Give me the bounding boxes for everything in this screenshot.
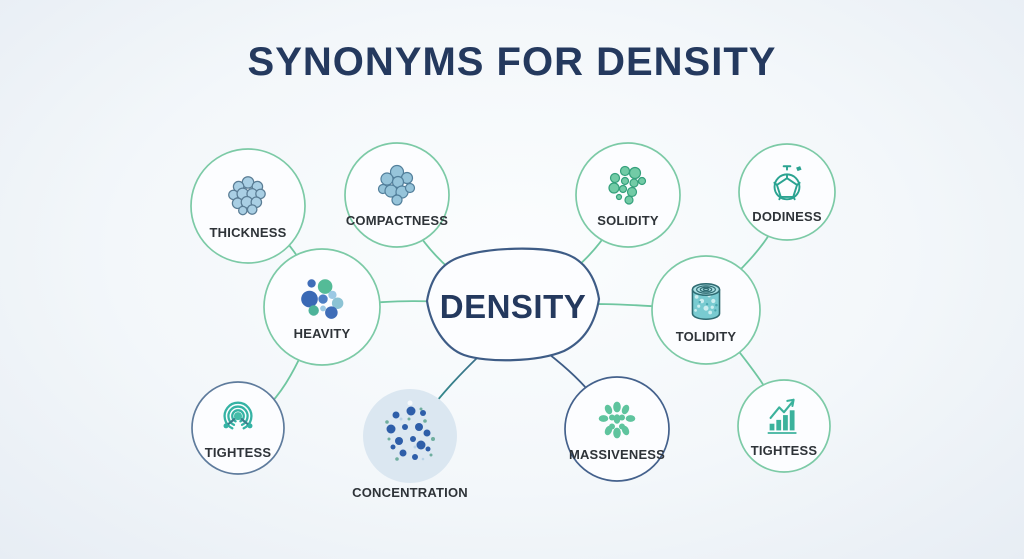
target-signal-icon	[223, 401, 253, 430]
node-label: MASSIVENESS	[568, 447, 666, 462]
node-label: TOLIDITY	[675, 329, 737, 344]
node-label: COMPACTNESS	[345, 213, 449, 228]
node-tightess-left: TIGHTESS	[192, 382, 284, 474]
multicolor-dots-icon	[301, 279, 344, 319]
node-label: TIGHTESS	[750, 443, 818, 458]
node-thickness: THICKNESS	[191, 149, 305, 263]
node-tightess-right: TIGHTESS	[738, 380, 830, 472]
dot-cluster-icon	[608, 165, 647, 205]
bubble-cluster-icon	[377, 164, 416, 206]
density-center-label: DENSITY	[439, 288, 587, 325]
node-circle-tightess-left	[191, 381, 285, 475]
node-massiveness: MASSIVENESS	[565, 377, 669, 481]
node-circle-dodiness	[738, 143, 836, 241]
node-label: SOLIDITY	[597, 213, 659, 228]
node-label: CONCENTRATION	[352, 485, 468, 500]
node-label: TIGHTESS	[204, 445, 272, 460]
textured-cylinder-icon	[691, 283, 721, 321]
node-compactness: COMPACTNESS	[345, 143, 449, 247]
bar-chart-growth-icon	[767, 398, 797, 434]
node-label: DODINESS	[752, 209, 822, 224]
node-solidity: SOLIDITY	[576, 143, 680, 247]
dotted-sphere-icon	[385, 400, 435, 461]
node-dodiness: DODINESS	[739, 144, 835, 240]
density-blob	[425, 247, 601, 362]
leaf-mark	[796, 166, 802, 172]
page-title: SYNONYMS FOR DENSITY	[247, 40, 777, 84]
node-heavity: HEAVITY	[264, 249, 380, 365]
node-tolidity: TOLIDITY	[652, 256, 760, 364]
node-concentration: CONCENTRATION	[352, 389, 468, 500]
node-label: HEAVITY	[293, 326, 351, 341]
petal-cluster-icon	[598, 401, 636, 439]
bubble-cluster-icon	[228, 176, 266, 216]
node-label: THICKNESS	[209, 225, 287, 240]
node-circle-concentration	[363, 389, 457, 483]
geodesic-sphere-icon	[773, 165, 802, 201]
